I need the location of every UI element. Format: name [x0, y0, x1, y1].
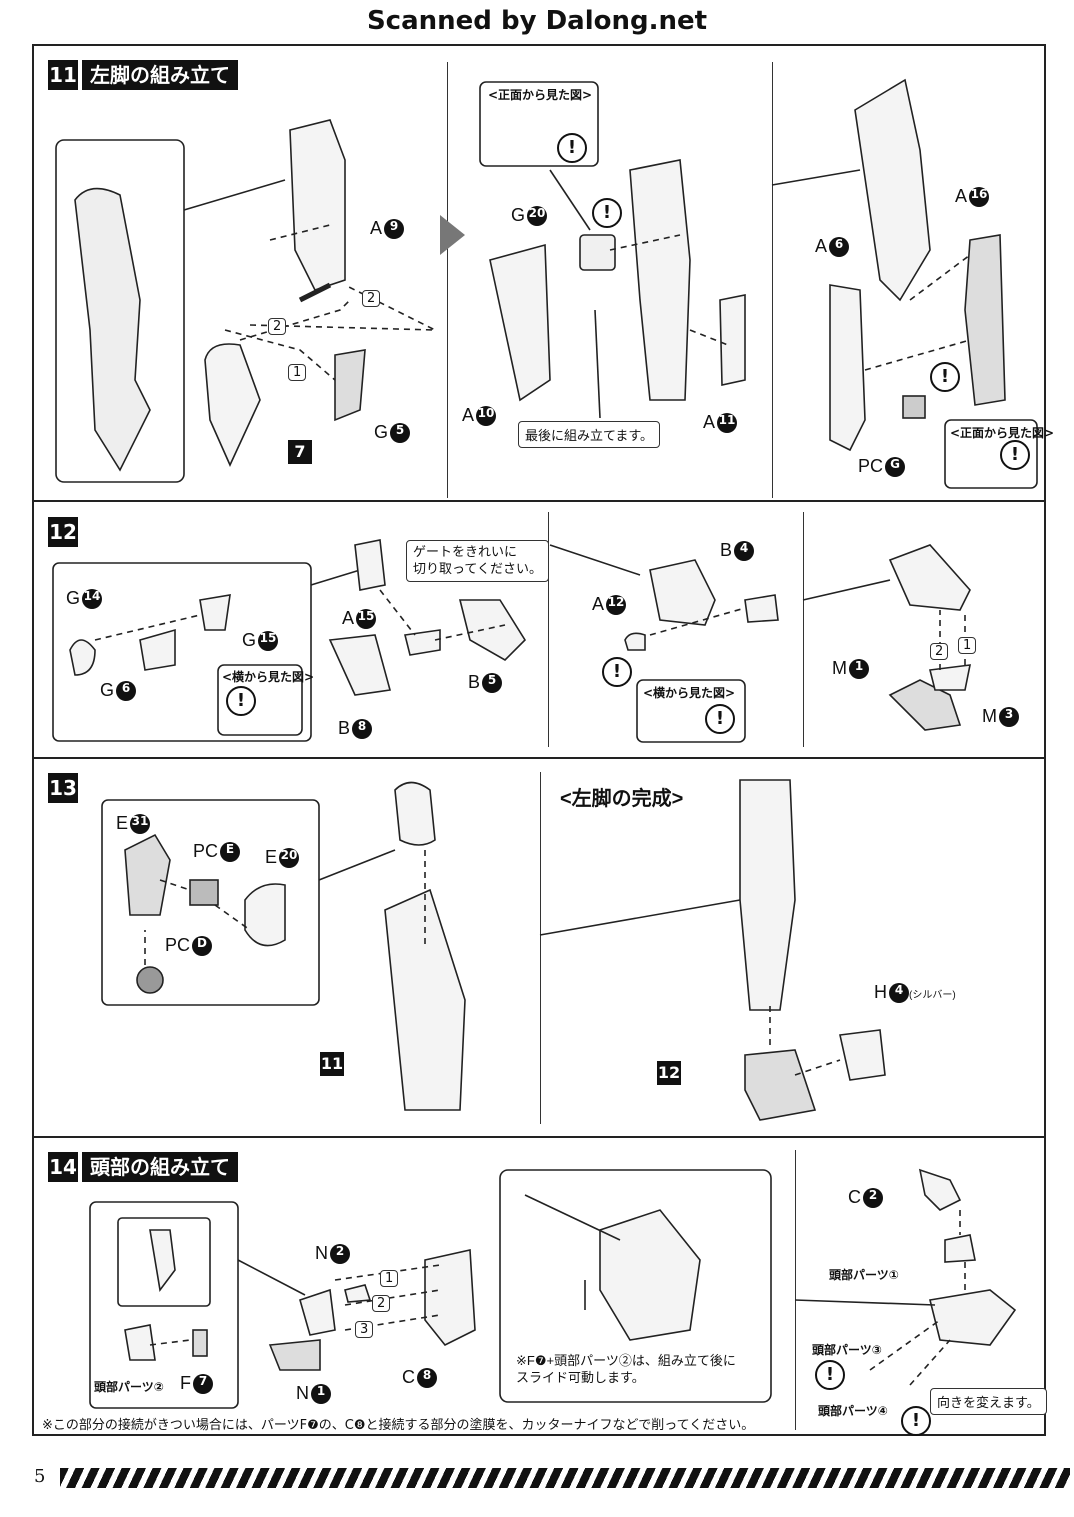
step-title: 頭部の組み立て [82, 1152, 238, 1182]
step-number: 14 [48, 1152, 78, 1182]
divider-step13 [32, 757, 1046, 759]
caution-icon: ! [592, 198, 622, 228]
bottom-note: ※この部分の接続がきつい場合には、パーツF❼の、C❽と接続する部分の塗膜を、カッ… [42, 1418, 755, 1433]
footer-stripe [60, 1468, 1070, 1488]
complete-title: <左脚の完成> [560, 788, 684, 810]
divider-step12 [32, 500, 1046, 502]
divider-v [447, 62, 448, 498]
head-part-1-label: 頭部パーツ① [829, 1268, 899, 1282]
step-number: 13 [48, 773, 78, 803]
front-view-label: <正面から見た図> [488, 88, 593, 102]
caution-icon: ! [226, 686, 256, 716]
step-number: 12 [48, 517, 78, 547]
order-1: 1 [380, 1270, 399, 1287]
head-part-2-label: 頭部パーツ② [94, 1380, 164, 1394]
order-2: 2 [372, 1295, 391, 1312]
caution-icon: ! [705, 704, 735, 734]
side-view-label: <横から見た図> [222, 670, 315, 684]
side-view-label: <横から見た図> [643, 686, 736, 700]
divider-v [772, 62, 773, 498]
order-3: 3 [355, 1321, 374, 1338]
scan-header: Scanned by Dalong.net [366, 6, 708, 36]
note-direction: 向きを変えます。 [930, 1388, 1047, 1415]
order-2: 2 [930, 643, 949, 660]
caution-icon: ! [901, 1406, 931, 1436]
note-slide: ※F❼+頭部パーツ②は、組み立て後に スライド可動します。 [516, 1353, 736, 1385]
caution-icon: ! [1000, 440, 1030, 470]
divider-v [803, 512, 804, 747]
step-number: 11 [48, 60, 78, 90]
note-gate: ゲートをきれいに 切り取ってください。 [406, 540, 549, 582]
divider-v [540, 772, 541, 1124]
note-last: 最後に組み立てます。 [518, 421, 661, 448]
caution-icon: ! [602, 657, 632, 687]
step-title: 左脚の組み立て [82, 60, 238, 90]
caution-icon: ! [557, 133, 587, 163]
order-1: 1 [288, 364, 307, 381]
page-number: 5 [34, 1466, 46, 1487]
divider-step14 [32, 1136, 1046, 1138]
caution-icon: ! [930, 362, 960, 392]
front-view-label: <正面から見た図> [950, 426, 1055, 440]
step-ref: 12 [657, 1061, 681, 1085]
head-part-3-label: 頭部パーツ③ [812, 1343, 882, 1357]
order-2: 2 [268, 318, 287, 335]
divider-v [548, 512, 549, 747]
head-part-4-label: 頭部パーツ④ [818, 1404, 888, 1418]
order-2: 2 [362, 290, 381, 307]
order-1: 1 [958, 637, 977, 654]
instruction-frame [32, 44, 1046, 1436]
caution-icon: ! [815, 1360, 845, 1390]
step-ref: 11 [320, 1052, 344, 1076]
divider-v [795, 1150, 796, 1430]
step-ref: 7 [288, 440, 312, 464]
